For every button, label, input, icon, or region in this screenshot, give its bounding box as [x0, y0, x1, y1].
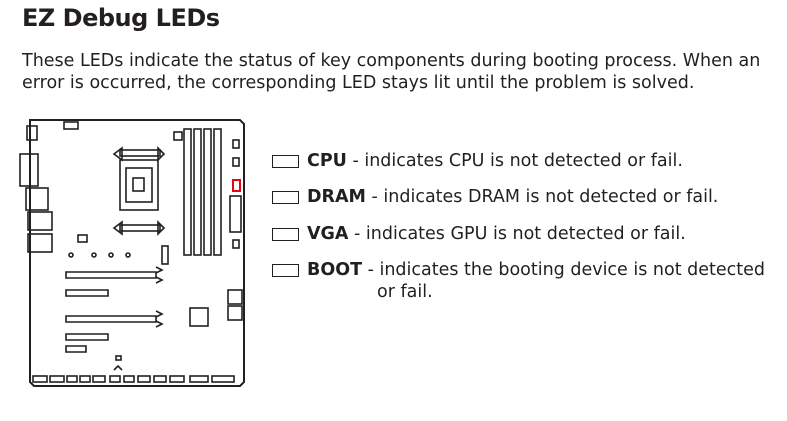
pcie-slot [65, 333, 109, 341]
led-box-icon [272, 191, 299, 204]
led-name: BOOT [307, 260, 363, 280]
front-header [189, 375, 209, 383]
front-header [109, 375, 121, 383]
rear-io-port [63, 121, 79, 130]
front-header [32, 375, 48, 383]
front-header [123, 375, 135, 383]
pcie-slot [65, 271, 157, 279]
board-led [232, 239, 240, 249]
intro-line-2: error is occurred, the corresponding LED… [22, 73, 695, 93]
rear-io-port [27, 233, 53, 253]
page-title: EZ Debug LEDs [22, 4, 220, 32]
sata-port [227, 289, 243, 305]
sata-port [227, 305, 243, 321]
dimm-slot [203, 128, 212, 256]
front-header [137, 375, 151, 383]
led-name: VGA [307, 224, 349, 244]
chipset [189, 307, 209, 327]
pcie-slot [65, 315, 157, 323]
dimm-slot [193, 128, 202, 256]
rear-io-port [27, 211, 53, 231]
front-header [49, 375, 65, 383]
led-name: DRAM [307, 187, 366, 207]
motherboard-diagram [19, 119, 245, 387]
front-header [66, 375, 78, 383]
m2-slot [161, 245, 169, 265]
atx-power [229, 195, 242, 233]
led-desc-continuation: or fail. [377, 282, 433, 302]
rear-io-port [25, 187, 49, 211]
heatsink-mount [112, 220, 166, 236]
dimm-slot [213, 128, 222, 256]
led-desc: - indicates the booting device is not de… [362, 260, 766, 280]
board-led [232, 157, 240, 167]
pcie-slot [65, 289, 109, 297]
front-header [169, 375, 185, 383]
front-header [115, 355, 122, 361]
led-box-icon [272, 155, 299, 168]
led-name: CPU [307, 151, 347, 171]
board-led-highlight [232, 179, 241, 192]
led-desc: - indicates DRAM is not detected or fail… [365, 187, 719, 207]
rear-io-port [19, 153, 39, 187]
front-header [211, 375, 235, 383]
front-header [92, 375, 106, 383]
led-desc: - indicates CPU is not detected or fail. [346, 151, 683, 171]
front-header [79, 375, 91, 383]
rear-io-port [26, 125, 38, 141]
intro-paragraph: These LEDs indicate the status of key co… [22, 50, 782, 94]
led-desc: - indicates GPU is not detected or fail. [348, 224, 686, 244]
front-header [153, 375, 167, 383]
board-outline [29, 119, 245, 387]
heatsink-mount [112, 146, 166, 162]
led-box-icon [272, 264, 299, 277]
intro-line-1: These LEDs indicate the status of key co… [22, 51, 761, 71]
cpu-socket-inner [125, 167, 153, 203]
led-box-icon [272, 228, 299, 241]
cpu-socket [119, 159, 159, 211]
dimm-slot [183, 128, 192, 256]
pcie-slot [65, 345, 87, 353]
board-led [232, 139, 240, 149]
